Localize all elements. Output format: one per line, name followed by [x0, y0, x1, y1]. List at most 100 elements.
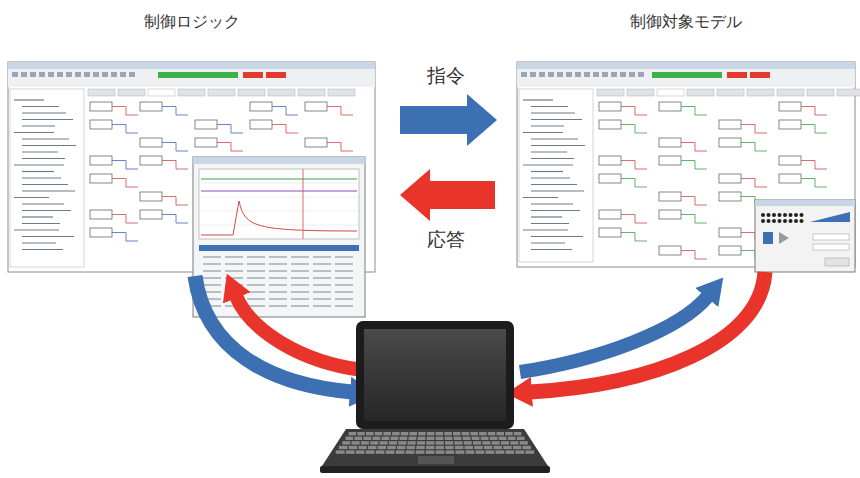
key: [436, 441, 444, 444]
key: [358, 446, 366, 449]
logic-block: [719, 174, 741, 183]
signal-wire: [681, 107, 707, 116]
tool-icon: [593, 72, 599, 77]
signal-wire: [681, 251, 707, 260]
signal-wire: [162, 143, 188, 152]
tree-item: [14, 164, 64, 165]
key: [474, 446, 482, 449]
key: [381, 437, 389, 440]
logic-block: [90, 102, 112, 111]
tree-item: [531, 112, 575, 113]
flow-arrow: [430, 181, 495, 209]
key: [336, 450, 345, 453]
tree-item: [531, 210, 580, 211]
key: [349, 432, 357, 435]
key: [445, 437, 453, 440]
tree-item: [22, 145, 76, 146]
grid-line: [199, 225, 359, 226]
key: [486, 450, 495, 453]
tree-item: [22, 151, 58, 152]
key: [427, 432, 435, 435]
key: [488, 432, 496, 435]
key: [525, 450, 534, 453]
key: [481, 437, 489, 440]
key: [398, 441, 406, 444]
logic-block: [90, 210, 112, 219]
flow-arrow: [400, 106, 467, 134]
signal-wire: [801, 107, 827, 116]
logic-block: [140, 102, 162, 111]
key: [445, 441, 453, 444]
signal-wire: [112, 125, 138, 134]
tool-icon: [39, 72, 45, 77]
title-bar: [517, 62, 855, 69]
status-bar: [158, 72, 238, 78]
tree-item: [22, 171, 54, 172]
signal-wire: [217, 125, 243, 134]
tree-item: [531, 203, 573, 204]
logic-block: [659, 192, 681, 201]
key: [514, 432, 522, 435]
logic-block: [195, 138, 217, 147]
tab: [148, 89, 175, 96]
key: [476, 450, 485, 453]
tree-item: [22, 203, 64, 204]
key: [505, 432, 513, 435]
key: [387, 446, 395, 449]
table-row: [203, 257, 353, 258]
logic-block: [305, 138, 327, 147]
tool-icon: [629, 72, 635, 77]
key: [386, 450, 395, 453]
tree-item: [22, 106, 59, 107]
logic-block: [659, 246, 681, 255]
tool-icon: [575, 72, 581, 77]
logic-block: [659, 210, 681, 219]
control-dialog: [755, 200, 855, 272]
tree-item: [14, 99, 44, 100]
logic-block: [719, 138, 741, 147]
logic-block: [719, 246, 741, 255]
tree-item: [14, 229, 59, 230]
key: [375, 432, 383, 435]
cursor-line: [303, 169, 304, 239]
signal-wire: [621, 125, 647, 134]
slider-ramp: [810, 212, 850, 222]
key: [517, 437, 525, 440]
logic-block: [599, 210, 621, 219]
indicator-led: [772, 219, 776, 223]
tab: [298, 89, 325, 96]
signal-wire: [801, 161, 827, 170]
tree-item: [22, 190, 75, 191]
signal-wire: [621, 107, 647, 116]
arrow-label: 指令: [424, 62, 468, 90]
logic-block: [305, 102, 327, 111]
key: [436, 446, 444, 449]
tree-item: [14, 197, 49, 198]
tree-item: [531, 249, 572, 250]
tool-icon: [539, 72, 545, 77]
signal-wire: [681, 143, 707, 152]
tab: [627, 89, 654, 96]
tool-icon: [602, 72, 608, 77]
logic-block: [779, 156, 801, 165]
tab: [238, 89, 265, 96]
panel-heading: 制御対象モデル: [517, 8, 855, 33]
key: [497, 432, 505, 435]
table-row: [203, 264, 353, 265]
key: [499, 437, 507, 440]
key: [400, 437, 408, 440]
key: [472, 437, 480, 440]
key: [510, 441, 518, 444]
trend-line: [201, 179, 357, 180]
logic-block: [719, 192, 741, 201]
signal-wire: [112, 215, 138, 224]
tree-item: [523, 132, 563, 133]
table-header: [199, 245, 359, 251]
key: [357, 432, 365, 435]
key: [407, 446, 415, 449]
tree-item: [531, 138, 578, 139]
key: [482, 441, 490, 444]
logic-block: [90, 156, 112, 165]
key: [363, 437, 371, 440]
trend-window: [193, 157, 365, 317]
